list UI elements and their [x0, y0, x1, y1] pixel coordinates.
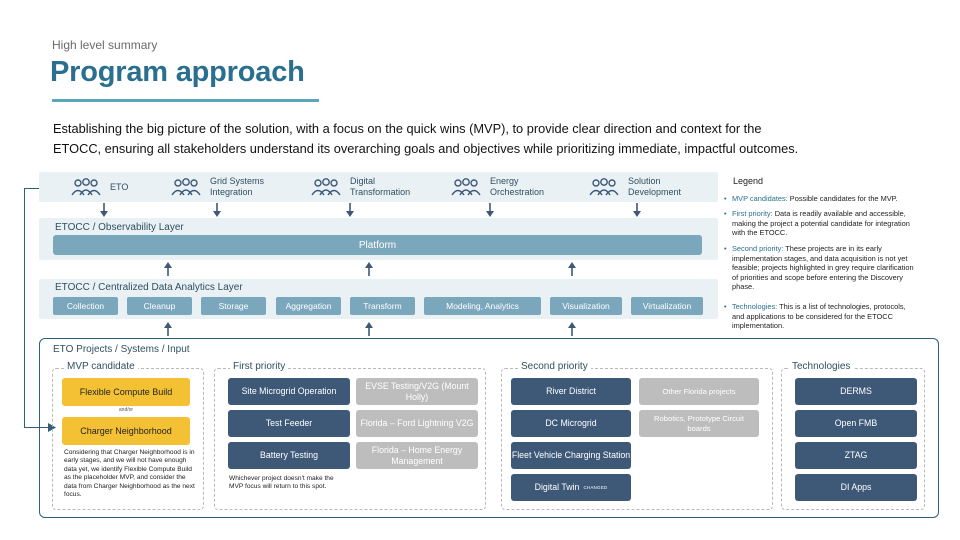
bullet-icon: •	[724, 194, 727, 203]
feedback-connector-top	[24, 188, 39, 189]
capability-virtualization: Virtualization	[631, 297, 703, 315]
first-priority-title: First priority	[230, 361, 289, 372]
technologies-title: Technologies	[789, 361, 854, 372]
domain-eto: ETO	[70, 176, 128, 198]
intro-paragraph: Establishing the big picture of the solu…	[53, 121, 799, 156]
first-priority-group	[214, 368, 486, 510]
arrow-up-icon	[164, 262, 172, 276]
tech-open-fmb: Open FMB	[795, 410, 917, 437]
project-dc-microgrid: DC Microgrid	[511, 410, 631, 437]
tech-ztag: ZTAG	[795, 442, 917, 469]
bullet-icon: •	[724, 209, 727, 218]
capability-transform: Transform	[350, 297, 415, 315]
project-evse-testing-v2g: EVSE Testing/V2G (Mount Holly)	[356, 378, 478, 405]
eto-projects-frame	[39, 338, 939, 518]
arrow-down-icon	[486, 203, 494, 217]
project-florida-home-energy: Florida – Home Energy Management	[356, 442, 478, 469]
second-priority-group	[501, 368, 773, 510]
arrow-up-icon	[365, 262, 373, 276]
arrow-down-icon	[213, 203, 221, 217]
people-group-icon	[171, 178, 201, 196]
project-other-florida: Other Florida projects	[639, 378, 759, 405]
second-priority-title: Second priority	[518, 361, 591, 372]
project-river-district: River District	[511, 378, 631, 405]
platform-bar: Platform	[53, 235, 702, 255]
title-underline	[52, 99, 319, 102]
feedback-connector-line	[24, 188, 25, 428]
mvp-charger-neighborhood: Charger Neighborhood	[62, 417, 190, 445]
people-group-icon	[311, 178, 341, 196]
arrow-up-icon	[164, 322, 172, 336]
arrow-down-icon	[100, 203, 108, 217]
page-title: Program approach	[50, 56, 305, 88]
changed-tag: CHANGED	[583, 485, 608, 490]
legend-item-mvp: •MVP candidates: Possible candidates for…	[724, 194, 898, 203]
mvp-note: Considering that Charger Neighborhood is…	[64, 449, 195, 499]
people-group-icon	[71, 178, 101, 196]
eto-projects-title: ETO Projects / Systems / Input	[53, 344, 190, 355]
domain-label: ETO	[110, 181, 129, 192]
project-battery-testing: Battery Testing	[228, 442, 350, 469]
mvp-flexible-compute-build: Flexible Compute Build	[62, 378, 190, 406]
legend-title: Legend	[733, 176, 764, 186]
digital-twin-label: Digital Twin	[534, 482, 580, 492]
page-kicker: High level summary	[52, 38, 158, 52]
capability-cleanup: Cleanup	[127, 297, 192, 315]
capability-collection: Collection	[53, 297, 118, 315]
capability-visualization: Visualization	[550, 297, 622, 315]
arrow-down-icon	[633, 203, 641, 217]
mvp-candidate-title: MVP candidate	[64, 361, 138, 372]
legend-item-technologies: •Technologies: This is a list of technol…	[724, 302, 906, 331]
arrow-up-icon	[365, 322, 373, 336]
tech-derms: DERMS	[795, 378, 917, 405]
capability-aggregation: Aggregation	[276, 297, 341, 315]
tech-di-apps: DI Apps	[795, 474, 917, 501]
bullet-icon: •	[724, 244, 727, 253]
analytics-layer-title: ETOCC / Centralized Data Analytics Layer	[55, 282, 243, 293]
project-robotics-prototype: Robotics, Prototype Circuit boards	[639, 410, 759, 437]
bullet-icon: •	[724, 302, 727, 311]
project-site-microgrid-operation: Site Microgrid Operation	[228, 378, 350, 405]
arrow-down-icon	[346, 203, 354, 217]
domain-band	[39, 172, 718, 202]
project-fleet-vehicle-charging: Fleet Vehicle Charging Station	[511, 442, 631, 469]
arrow-up-icon	[568, 262, 576, 276]
first-priority-note: Whichever project doesn't make the MVP f…	[229, 475, 334, 491]
legend-item-second-priority: •Second priority: These projects are in …	[724, 244, 914, 292]
mvp-andor-label: and/or	[118, 407, 134, 413]
observability-layer-title: ETOCC / Observability Layer	[55, 222, 184, 233]
capability-storage: Storage	[201, 297, 266, 315]
arrow-up-icon	[568, 322, 576, 336]
capability-modeling-analytics: Modeling, Analytics	[424, 297, 541, 315]
project-florida-ford-lightning: Florida – Ford Lightning V2G	[356, 410, 478, 437]
people-group-icon	[451, 178, 481, 196]
legend-item-first-priority: •First priority: Data is readily availab…	[724, 209, 910, 238]
project-test-feeder: Test Feeder	[228, 410, 350, 437]
people-group-icon	[589, 178, 619, 196]
